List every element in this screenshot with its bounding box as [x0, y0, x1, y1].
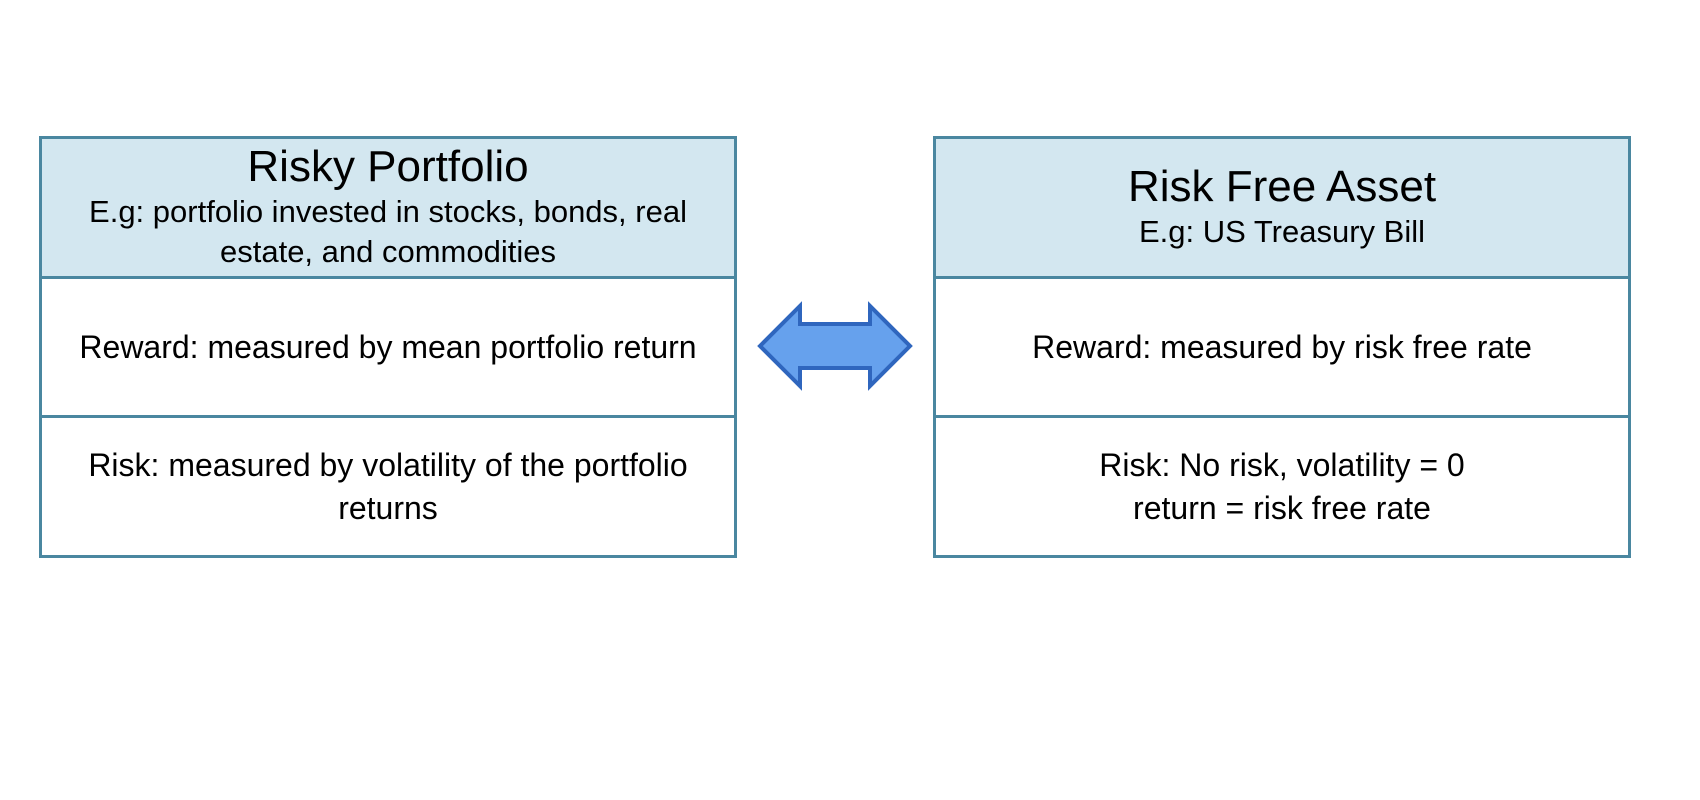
risky-portfolio-reward-cell: Reward: measured by mean portfolio retur… — [42, 275, 734, 416]
risk-free-asset-subtitle: E.g: US Treasury Bill — [1139, 214, 1425, 250]
risky-portfolio-risk: Risk: measured by volatility of the port… — [88, 446, 688, 526]
risk-free-asset-risk-cell: Risk: No risk, volatility = 0 return = r… — [936, 415, 1628, 555]
risk-free-asset-reward-cell: Reward: measured by risk free rate — [936, 275, 1628, 416]
risky-portfolio-subtitle: E.g: portfolio invested in stocks, bonds… — [89, 194, 687, 270]
risky-portfolio-reward: Reward: measured by mean portfolio retur… — [79, 328, 697, 365]
risk-free-asset-header: Risk Free Asset E.g: US Treasury Bill — [936, 139, 1628, 276]
risky-portfolio-title: Risky Portfolio — [247, 142, 529, 192]
risk-free-asset-risk-line1: Risk: No risk, volatility = 0 — [1099, 446, 1465, 483]
risky-portfolio-box: Risky Portfolio E.g: portfolio invested … — [39, 136, 737, 558]
risky-portfolio-risk-cell: Risk: measured by volatility of the port… — [42, 415, 734, 555]
risk-free-asset-box: Risk Free Asset E.g: US Treasury Bill Re… — [933, 136, 1631, 558]
double-arrow-shape — [757, 301, 913, 391]
double-arrow-icon — [757, 301, 913, 391]
risk-free-asset-risk-line2: return = risk free rate — [1133, 489, 1431, 526]
risky-portfolio-header: Risky Portfolio E.g: portfolio invested … — [42, 139, 734, 276]
risk-free-asset-reward: Reward: measured by risk free rate — [1032, 328, 1532, 365]
risk-free-asset-title: Risk Free Asset — [1127, 162, 1437, 212]
